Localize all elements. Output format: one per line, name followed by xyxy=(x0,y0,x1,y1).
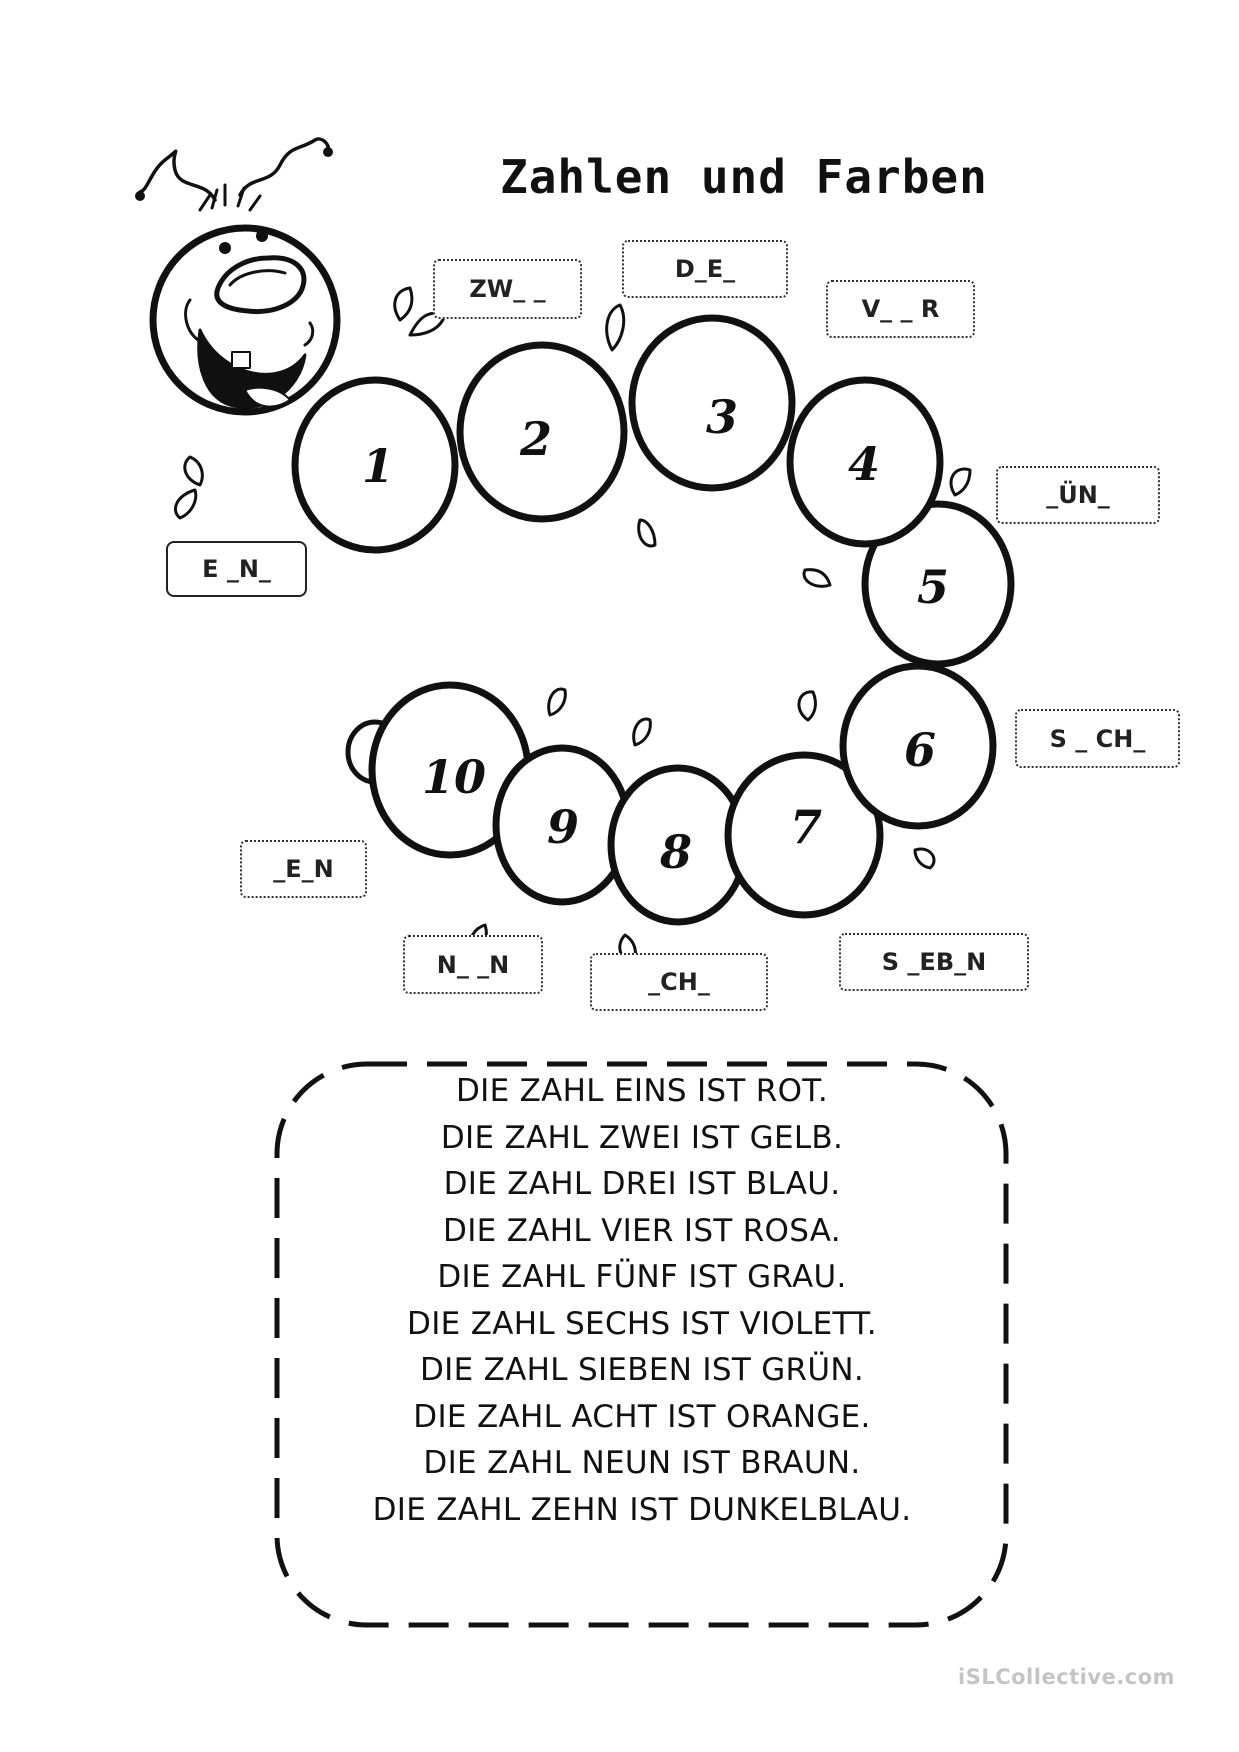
word-hint-zwei[interactable]: ZW_ _ xyxy=(433,259,582,319)
segment-3 xyxy=(628,314,796,492)
word-hint-vier[interactable]: V_ _ R xyxy=(826,280,975,338)
segment-number-3: 3 xyxy=(706,390,738,444)
segment-5 xyxy=(861,500,1015,668)
segment-number-5: 5 xyxy=(917,560,949,614)
page-title: Zahlen und Farben xyxy=(500,150,988,204)
sentence-1: DIE ZAHL EINS IST ROT. xyxy=(455,1073,829,1109)
segment-number-9: 9 xyxy=(547,800,579,854)
word-hint-acht[interactable]: _CH_ xyxy=(590,953,768,1011)
segment-number-1: 1 xyxy=(362,439,394,493)
sentence-3: DIE ZAHL DREI IST BLAU. xyxy=(443,1166,841,1202)
antenna-right xyxy=(238,137,331,197)
sentence-7: DIE ZAHL SIEBEN IST GRÜN. xyxy=(419,1352,865,1388)
word-hint-fuenf[interactable]: _ÜN_ xyxy=(996,466,1160,524)
word-hint-zehn[interactable]: _E_N xyxy=(240,840,367,898)
word-hint-drei[interactable]: D_E_ xyxy=(622,240,788,298)
color-sentences-list: DIE ZAHL EINS IST ROT. DIE ZAHL ZWEI IST… xyxy=(272,1068,1012,1533)
sentence-8: DIE ZAHL ACHT IST ORANGE. xyxy=(413,1398,871,1435)
sentence-9: DIE ZAHL NEUN IST BRAUN. xyxy=(423,1445,861,1481)
segment-number-6: 6 xyxy=(904,723,936,777)
sentence-6: DIE ZAHL SECHS IST VIOLETT. xyxy=(407,1305,877,1342)
segment-number-4: 4 xyxy=(848,437,880,491)
antenna-left xyxy=(138,149,217,202)
sentence-10: DIE ZAHL ZEHN IST DUNKELBLAU. xyxy=(372,1491,912,1528)
word-hint-sieben[interactable]: S _EB_N xyxy=(839,933,1029,991)
word-hint-neun[interactable]: N_ _N xyxy=(403,935,543,994)
segment-6 xyxy=(839,662,997,830)
segment-4 xyxy=(786,376,944,548)
segment-number-7: 7 xyxy=(790,800,822,854)
segment-7 xyxy=(724,751,884,919)
sentence-5: DIE ZAHL FÜNF IST GRAU. xyxy=(437,1259,847,1295)
segment-number-2: 2 xyxy=(519,412,552,466)
word-hint-sechs[interactable]: S _ CH_ xyxy=(1015,709,1180,768)
segment-number-8: 8 xyxy=(659,825,692,879)
segment-number-10: 10 xyxy=(422,750,486,804)
sentence-4: DIE ZAHL VIER IST ROSA. xyxy=(443,1212,841,1249)
segment-1 xyxy=(291,376,459,554)
segment-2 xyxy=(456,341,628,523)
word-hint-eins[interactable]: E _N_ xyxy=(166,541,307,597)
sentence-2: DIE ZAHL ZWEI IST GELB. xyxy=(440,1119,844,1156)
watermark: iSLCollective.com xyxy=(958,1665,1176,1689)
